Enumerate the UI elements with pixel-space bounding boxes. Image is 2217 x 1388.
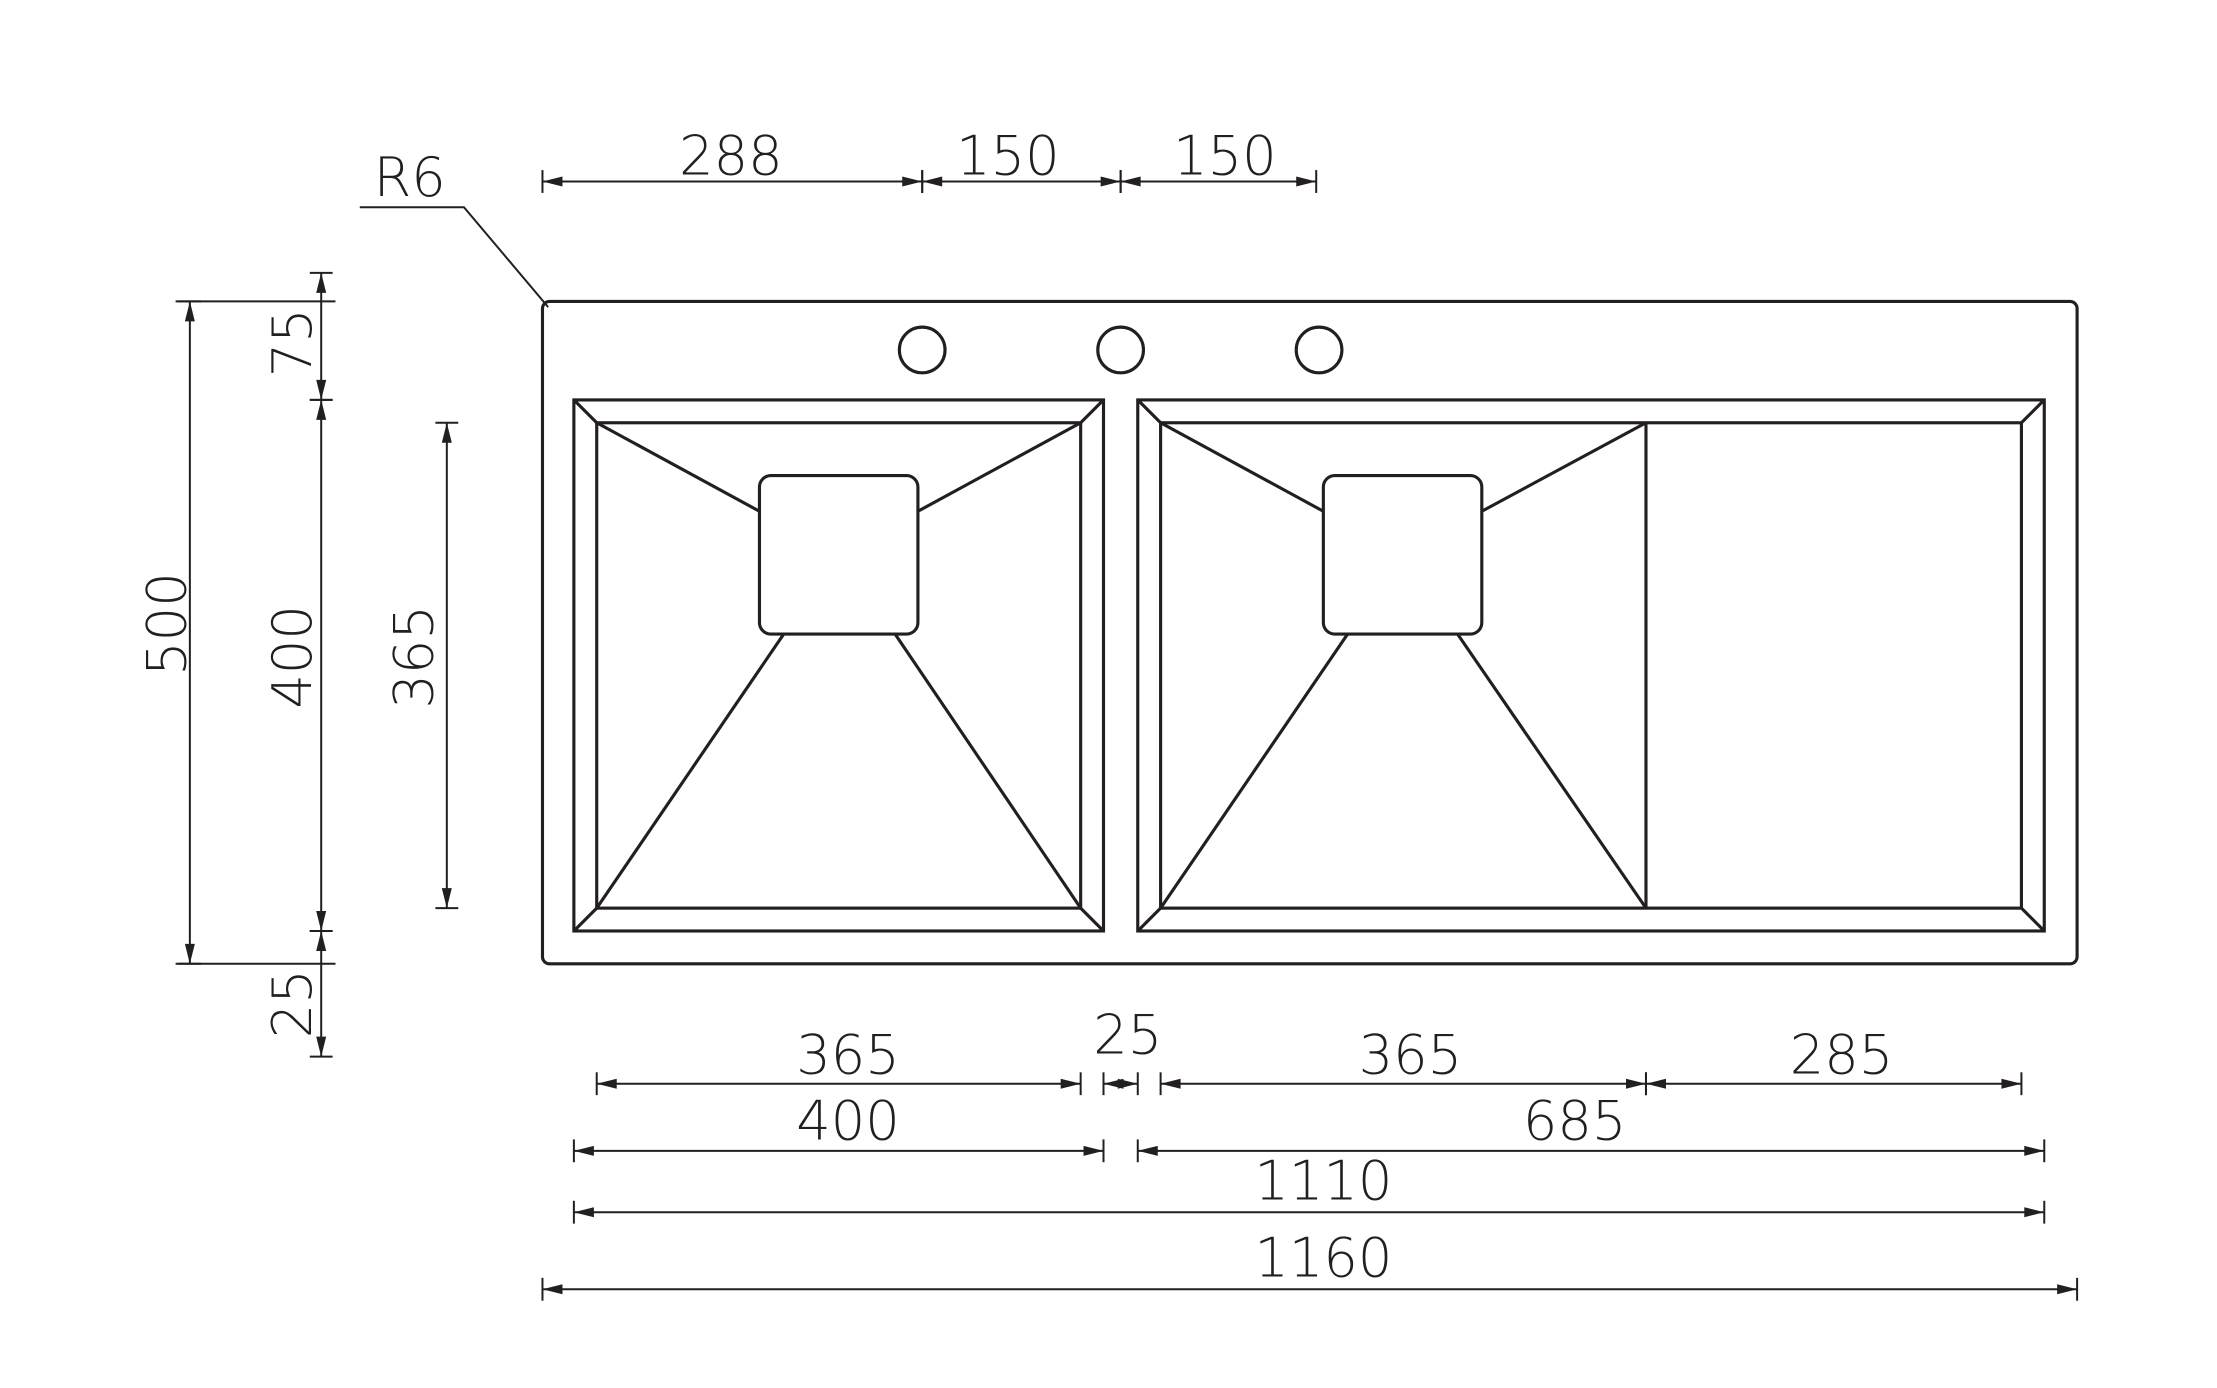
dim-25-vert-label: 25 [261, 969, 324, 1038]
radius-callout: R6 [359, 146, 549, 308]
dim-400-bottom: 400 [572, 1089, 1105, 1163]
dim-400-bottom-label: 400 [796, 1089, 900, 1152]
dimension-arrow [2001, 1078, 2022, 1089]
dim-365-left: 365 [595, 1024, 1082, 1096]
sink-outline [540, 299, 2079, 966]
dim-400-label: 400 [261, 605, 324, 709]
dim-365-left-label: 365 [796, 1024, 900, 1087]
dim-1160-label: 1160 [1254, 1226, 1392, 1289]
dimension-arrow [316, 1036, 327, 1057]
dim-365-right: 365 [1159, 1024, 1647, 1096]
left-drain [757, 474, 920, 636]
dimension-arrow [316, 272, 327, 293]
dim-500-label: 500 [136, 572, 199, 676]
dimension-arrow [1117, 1078, 1138, 1089]
right-bowl-inner [1159, 421, 2023, 910]
dimension-arrow [316, 910, 327, 931]
dim-top-288: 288 [541, 124, 924, 193]
dim-75-label: 75 [261, 308, 324, 377]
tap-hole-1 [897, 325, 947, 375]
dimension-arrow [184, 943, 195, 964]
dimension-arrow [573, 1207, 594, 1218]
dim-top-150b-label: 150 [1173, 124, 1277, 187]
radius-label: R6 [374, 146, 446, 209]
dim-400: 400 [261, 398, 333, 932]
dimension-arrow [1060, 1078, 1081, 1089]
dimension-arrow [1625, 1078, 1646, 1089]
dimension-arrow [542, 1284, 563, 1295]
dim-25-gap-label: 25 [1093, 1004, 1162, 1067]
dimension-arrow [316, 399, 327, 420]
dimension-arrow [902, 176, 923, 187]
tap-hole-2 [1096, 325, 1146, 375]
dim-75: 75 [261, 271, 333, 401]
dim-top-150b: 150 [1119, 124, 1318, 193]
dimension-arrow [441, 422, 452, 443]
dimension-arrow [184, 301, 195, 322]
right-drain [1321, 474, 1484, 636]
dimension-arrow [2024, 1207, 2045, 1218]
tap-hole-3 [1294, 325, 1344, 375]
dim-685: 685 [1136, 1089, 2046, 1163]
dim-365-right-label: 365 [1359, 1024, 1463, 1087]
dimension-arrow [922, 176, 943, 187]
dimension-arrow [1137, 1145, 1158, 1156]
dim-1110: 1110 [572, 1149, 2046, 1224]
right-bowl-outer [1136, 398, 2046, 933]
sink-top-outline [540, 299, 2079, 966]
left-bowl-inner [595, 421, 1083, 910]
dim-top-288-label: 288 [679, 124, 783, 187]
dim-500: 500 [136, 300, 202, 965]
dim-285-label: 285 [1790, 1024, 1894, 1087]
dimension-arrow [596, 1078, 617, 1089]
dim-685-label: 685 [1523, 1089, 1627, 1152]
dim-25-vert: 25 [261, 929, 333, 1058]
left-bowl [572, 398, 1106, 933]
right-bowl-with-drainer [1136, 398, 2046, 933]
dim-top-150a-label: 150 [956, 124, 1060, 187]
dimension-arrow [316, 930, 327, 951]
dimension-arrow [1120, 176, 1141, 187]
dim-1160: 1160 [541, 1226, 2079, 1301]
dimension-arrow [573, 1145, 594, 1156]
dim-285: 285 [1644, 1024, 2023, 1096]
dimension-arrow [1083, 1145, 1104, 1156]
left-bowl-outer [572, 398, 1106, 933]
dimension-arrow [1100, 176, 1121, 187]
dim-25-gap: 25 [1093, 1004, 1162, 1096]
dimensions: 288 150 150 500 75 400 25 365 365 25 365 285 400 685 1… [136, 124, 2079, 1301]
dim-1110-label: 1110 [1254, 1149, 1392, 1212]
dimension-arrow [1645, 1078, 1666, 1089]
dimension-arrow [441, 888, 452, 909]
dimension-arrow [1296, 176, 1317, 187]
dimension-arrow [2024, 1145, 2045, 1156]
dimension-arrow [1160, 1078, 1181, 1089]
dimension-arrow [2057, 1284, 2078, 1295]
dimension-arrow [542, 176, 563, 187]
dim-365-vert: 365 [383, 421, 459, 910]
dim-top-150a: 150 [921, 124, 1122, 193]
dim-365-vert-label: 365 [383, 605, 446, 709]
dimension-arrow [316, 379, 327, 400]
